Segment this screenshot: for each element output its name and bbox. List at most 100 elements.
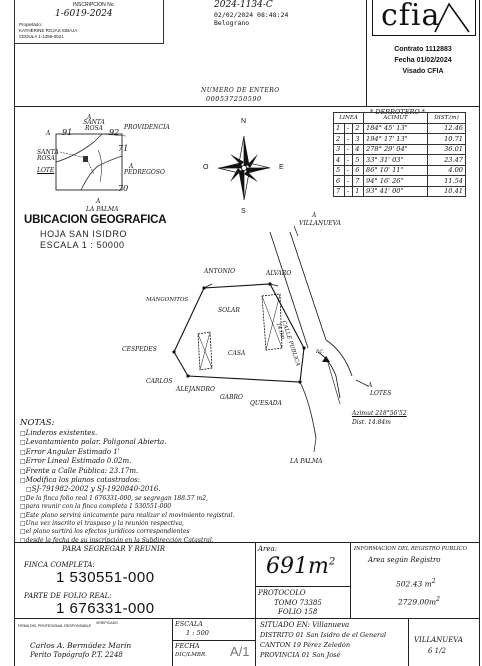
- bottom-top-divider: [14, 542, 480, 543]
- cell: -: [343, 154, 354, 166]
- note-item: el plano surtirá los efectos jurídicos c…: [20, 528, 234, 536]
- cell: -: [343, 175, 354, 187]
- note-item: Modifica los planos catastrados:: [20, 476, 234, 485]
- cell: -: [343, 122, 354, 134]
- map-a-left: A: [46, 130, 51, 137]
- compass-n: N: [241, 118, 247, 125]
- map-sheet-71: 71: [118, 144, 129, 153]
- owner-line-2: KATHERINE ROJAS SIBAJA: [19, 28, 78, 33]
- inscripcion-number: 1-6019-2024: [55, 9, 113, 19]
- note-item: desde la fecha de su inscripción en la S…: [20, 537, 234, 545]
- cell: 10.41: [427, 185, 466, 197]
- plan-number: 2024-1134-C: [214, 0, 273, 10]
- derrotero-title: * DERROTERO *: [370, 108, 426, 116]
- finca-label: FINCA COMPLETA:: [24, 561, 95, 569]
- plot-alejandro: ALEJANDRO: [176, 386, 215, 393]
- plot-antonio: ANTONIO: [204, 268, 236, 275]
- info-title: INFORMACION DEL REGISTRO PUBLICO: [354, 546, 467, 552]
- cell: 12.46: [427, 122, 466, 134]
- owner-line-1: Propietario:: [19, 22, 43, 27]
- plot-mangonitos: MANGONITOS: [146, 297, 189, 303]
- map-providencia: PROVIDENCIA: [124, 124, 170, 131]
- info-area-2-sup: 2: [436, 596, 440, 603]
- cfia-visado: Visado CFIA: [402, 68, 444, 75]
- note-item: SJ-791982-2002 y SJ-1920840-2016.: [20, 485, 234, 494]
- cfia-fecha: Fecha 01/02/2024: [394, 57, 452, 64]
- cell: 10.71: [427, 133, 466, 145]
- page-frame: [14, 0, 480, 666]
- note-item: Una vez inscrito el traspaso y la reunió…: [20, 520, 234, 528]
- finca-value: 1 530551-000: [56, 569, 155, 586]
- bottom-mid-divider: [14, 618, 480, 619]
- note-item: Linderos existentes.: [20, 429, 234, 438]
- plot-dist: Dist. 14.84m: [352, 419, 391, 426]
- info-area-1-sup: 2: [431, 578, 436, 585]
- surveyor-name: Carlos A. Bermúdez Marín: [30, 641, 132, 650]
- parte-value: 1 676331-000: [56, 600, 155, 617]
- map-pedregoso: PEDREGOSO: [124, 169, 165, 176]
- map-a-right: A: [129, 163, 134, 170]
- fecha-label: FECHA: [175, 642, 200, 650]
- cell: 36.01: [427, 143, 466, 155]
- escala-value: 1 : 500: [186, 629, 209, 637]
- plot-gabro: GABRO: [220, 394, 243, 401]
- area-number: 691m: [266, 554, 329, 579]
- bottom-v-divider-3: [172, 618, 173, 666]
- area-divider: [255, 586, 350, 587]
- protocolo-label: PROTOCOLO: [258, 589, 306, 597]
- note-item: Frente a Calle Pública: 23.17m.: [20, 467, 234, 476]
- location-map: [55, 133, 127, 191]
- escala-label: ESCALA: [175, 620, 203, 628]
- cfia-stamp: [366, 0, 480, 106]
- plot-cespedes: CESPEDES: [122, 346, 157, 353]
- bottom-v-divider-2: [350, 542, 351, 618]
- map-santa-rosa-left: SANTA ROSA: [37, 149, 59, 163]
- bottom-v-divider-4: [408, 618, 409, 666]
- plot-quesada: QUESADA: [250, 400, 282, 407]
- hoja-number: 6 1/2: [428, 647, 446, 655]
- map-a-top: A: [87, 114, 92, 121]
- info-area-1: 502.43 m2: [396, 578, 436, 589]
- parte-label: PARTE DE FOLIO REAL:: [24, 592, 112, 600]
- map-a-bottom: A: [96, 198, 101, 205]
- cfia-logo-text: cfia: [381, 0, 441, 33]
- compass-e: E: [279, 164, 284, 171]
- area-sup: 2: [328, 556, 336, 568]
- note-item: De la finca folio real 1 676331-000, se …: [20, 495, 234, 503]
- cell: -: [343, 143, 354, 155]
- cell: -: [343, 185, 354, 197]
- map-sheet-70: 70: [118, 184, 129, 193]
- compass-s: S: [241, 208, 246, 215]
- plan-place: Belograno: [214, 19, 250, 27]
- map-sheet-92: 92: [109, 128, 120, 137]
- area-label: Area:: [258, 545, 278, 553]
- owner-line-3: CEDULA 1-1356-0521: [19, 34, 64, 39]
- fine-print-1: FIRMA DEL PROFESIONAL RESPONSABLE: [18, 624, 92, 628]
- note-item: Levantamiento polar. Poligonal Abierta.: [20, 438, 234, 447]
- cell: -: [343, 164, 354, 176]
- ubicacion-escala: ESCALA 1 : 50000: [40, 240, 125, 250]
- notas-list: Linderos existentes. Levantamiento polar…: [20, 429, 235, 545]
- header-divider: [14, 106, 480, 107]
- compass-o: O: [203, 164, 209, 171]
- plan-datetime: 02/02/2024 08:48:24: [214, 11, 289, 19]
- plot-a-top: A: [312, 212, 317, 219]
- protocolo-folio: FOLIO 158: [278, 608, 318, 616]
- map-lote: LOTE: [37, 167, 55, 174]
- note-item: Error Angular Estimado 1': [20, 448, 234, 457]
- plot-lotes: LOTES: [370, 390, 392, 397]
- cell: 11.54: [427, 175, 466, 187]
- situado: SITUADO EN: Villanueva: [260, 621, 350, 629]
- plot-pc: P.C.: [316, 350, 325, 355]
- surveyor-title: Perito Topógrafo P.T. 2248: [30, 651, 123, 659]
- entry-number: 000537250590: [206, 95, 262, 103]
- cfia-contrato: Contrato 1112883: [394, 46, 452, 53]
